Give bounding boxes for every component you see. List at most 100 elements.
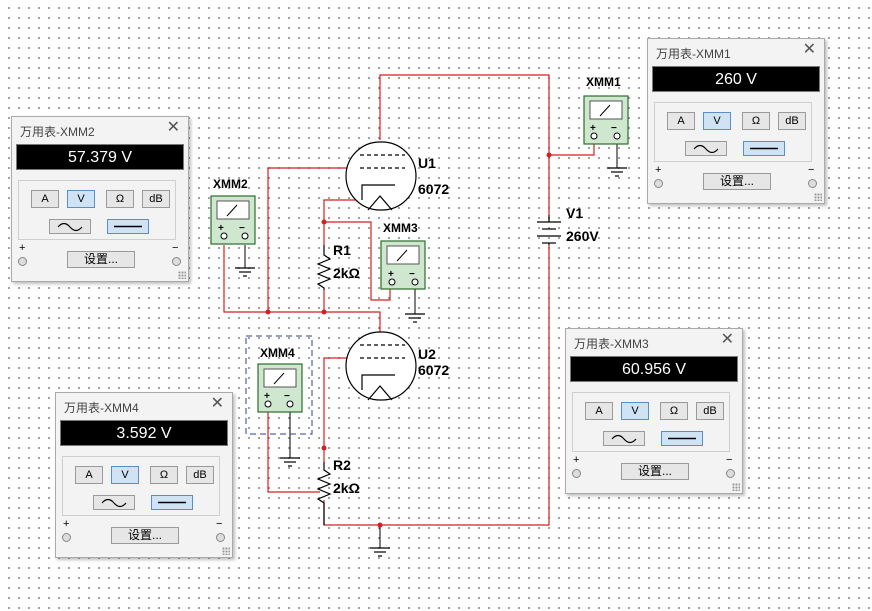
tube-u2[interactable] — [345, 331, 417, 401]
svg-text:+: + — [264, 391, 270, 402]
multimeter-panel-xmm3[interactable]: 万用表-XMM3 ✕ 60.956 V A V Ω dB + − 设置... — [565, 328, 743, 494]
meter-symbol-xmm2[interactable] — [210, 195, 256, 245]
decibel-button[interactable]: dB — [778, 112, 806, 130]
label-xmm2: XMM2 — [213, 177, 248, 191]
plus-terminal-label: + — [655, 164, 662, 176]
wire-mid-bus — [223, 245, 381, 340]
minus-terminal[interactable] — [172, 257, 181, 266]
wires — [223, 74, 595, 526]
decibel-button[interactable]: dB — [142, 190, 170, 208]
meter-symbol-xmm4[interactable] — [245, 335, 313, 435]
svg-text:−: − — [611, 123, 617, 134]
plus-terminal[interactable] — [654, 179, 663, 188]
wire-u1-cathode — [323, 199, 362, 245]
svg-text:+: + — [218, 223, 224, 234]
voltmeter-button[interactable]: V — [703, 112, 731, 130]
ac-button[interactable] — [685, 141, 727, 156]
minus-terminal[interactable] — [726, 469, 735, 478]
resize-grip-icon[interactable] — [178, 271, 186, 279]
wire-u1-plate — [379, 74, 550, 215]
label-r1-ref: R1 — [333, 242, 351, 258]
wire-xmm1-probe — [549, 140, 595, 156]
resize-grip-icon[interactable] — [732, 483, 740, 491]
ac-button[interactable] — [49, 219, 91, 234]
ammeter-button[interactable]: A — [75, 466, 103, 484]
mode-buttons: A V Ω dB — [572, 392, 730, 452]
mode-buttons: A V Ω dB — [62, 456, 220, 516]
wire-xmm3-probe — [324, 221, 391, 301]
dc-button[interactable] — [151, 495, 193, 510]
ohmmeter-button[interactable]: Ω — [106, 190, 134, 208]
ohmmeter-button[interactable]: Ω — [742, 112, 770, 130]
panel-title: 万用表-XMM1 — [656, 47, 731, 61]
minus-terminal-label: − — [172, 242, 179, 254]
dc-button[interactable] — [661, 431, 703, 446]
reading-display: 3.592 V — [60, 420, 228, 446]
ammeter-button[interactable]: A — [585, 402, 613, 420]
dc-button[interactable] — [107, 219, 149, 234]
meter-symbol-xmm3[interactable] — [380, 240, 426, 290]
label-xmm3: XMM3 — [383, 221, 418, 235]
junction-dots — [265, 152, 552, 528]
multimeter-panel-xmm1[interactable]: 万用表-XMM1 ✕ 260 V A V Ω dB + − 设置... — [647, 38, 825, 204]
mode-buttons: A V Ω dB — [18, 180, 176, 240]
svg-text:+: + — [388, 269, 394, 280]
label-r2-value: 2kΩ — [333, 480, 360, 496]
tube-u1[interactable] — [345, 141, 417, 211]
minus-terminal-label: − — [216, 518, 223, 530]
ohmmeter-button[interactable]: Ω — [660, 402, 688, 420]
wire-xmm4-probe — [267, 410, 320, 493]
resistor-r1[interactable] — [316, 245, 332, 290]
label-v1-value: 260V — [566, 228, 599, 244]
decibel-button[interactable]: dB — [186, 466, 214, 484]
voltmeter-button[interactable]: V — [67, 190, 95, 208]
plus-terminal-label: + — [63, 518, 70, 530]
ac-button[interactable] — [93, 495, 135, 510]
plus-terminal[interactable] — [18, 257, 27, 266]
ammeter-button[interactable]: A — [667, 112, 695, 130]
label-u1-ref: U1 — [418, 155, 436, 171]
resize-grip-icon[interactable] — [814, 193, 822, 201]
settings-button[interactable]: 设置... — [703, 173, 771, 190]
label-u2-ref: U2 — [418, 346, 436, 362]
label-u2-value: 6072 — [418, 362, 449, 378]
svg-text:−: − — [239, 223, 245, 234]
dc-button[interactable] — [743, 141, 785, 156]
resistor-r2[interactable] — [316, 462, 332, 525]
settings-button[interactable]: 设置... — [111, 527, 179, 544]
settings-button[interactable]: 设置... — [621, 463, 689, 480]
reading-display: 260 V — [652, 66, 820, 92]
close-icon[interactable]: ✕ — [166, 119, 180, 136]
ammeter-button[interactable]: A — [31, 190, 59, 208]
voltmeter-button[interactable]: V — [111, 466, 139, 484]
ground-wires — [244, 140, 618, 548]
minus-terminal-label: − — [726, 454, 733, 466]
plus-terminal[interactable] — [572, 469, 581, 478]
svg-text:−: − — [409, 269, 415, 280]
resize-grip-icon[interactable] — [222, 547, 230, 555]
plus-terminal-label: + — [19, 242, 26, 254]
close-icon[interactable]: ✕ — [210, 395, 224, 412]
label-xmm1: XMM1 — [586, 75, 621, 89]
battery-v1[interactable] — [537, 215, 561, 245]
plus-terminal-label: + — [573, 454, 580, 466]
minus-terminal[interactable] — [808, 179, 817, 188]
close-icon[interactable]: ✕ — [720, 331, 734, 348]
ohmmeter-button[interactable]: Ω — [150, 466, 178, 484]
svg-text:−: − — [284, 391, 290, 402]
multimeter-panel-xmm4[interactable]: 万用表-XMM4 ✕ 3.592 V A V Ω dB + − 设置... — [55, 392, 233, 558]
mode-buttons: A V Ω dB — [654, 102, 812, 162]
settings-button[interactable]: 设置... — [67, 251, 135, 268]
voltmeter-button[interactable]: V — [621, 402, 649, 420]
label-xmm4: XMM4 — [260, 346, 295, 360]
close-icon[interactable]: ✕ — [802, 41, 816, 58]
meter-symbol-xmm1[interactable] — [583, 95, 629, 145]
plus-terminal[interactable] — [62, 533, 71, 542]
multimeter-panel-xmm2[interactable]: 万用表-XMM2 ✕ 57.379 V A V Ω dB + − 设置... — [11, 116, 189, 282]
panel-title: 万用表-XMM3 — [574, 337, 649, 351]
label-r2-ref: R2 — [333, 457, 351, 473]
minus-terminal[interactable] — [216, 533, 225, 542]
ac-button[interactable] — [603, 431, 645, 446]
decibel-button[interactable]: dB — [696, 402, 724, 420]
